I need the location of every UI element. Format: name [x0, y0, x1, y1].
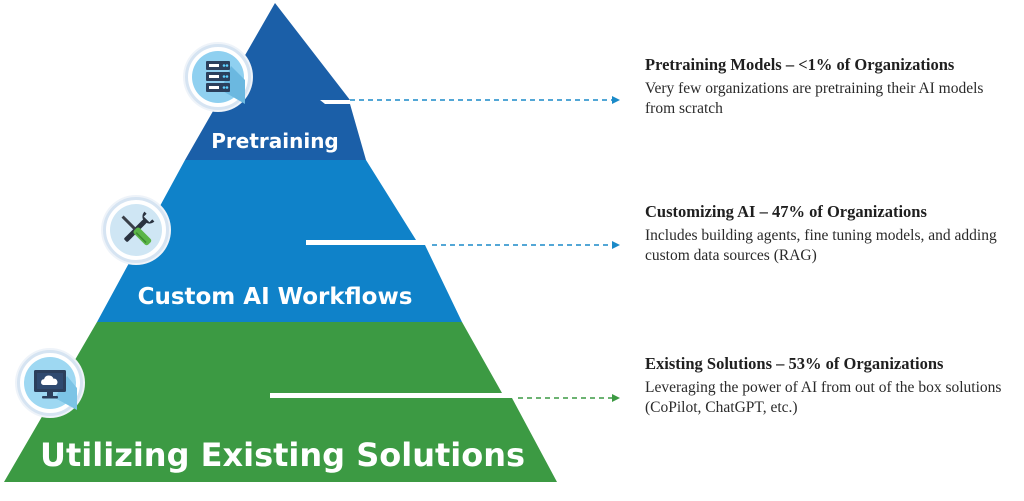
description-title: Customizing AI – 47% of Organizations [645, 202, 927, 221]
description-customizing-ai: Customizing AI – 47% of Organizations In… [645, 202, 1005, 266]
tier-custom-ai-workflows [97, 160, 462, 322]
wrench-screwdriver-icon [103, 197, 169, 263]
tier-pretraining [185, 3, 366, 160]
tier-label-custom-ai-workflows: Custom AI Workflows [137, 284, 413, 310]
description-pretraining: Pretraining Models – <1% of Organization… [645, 55, 1005, 119]
description-title: Pretraining Models – <1% of Organization… [645, 55, 955, 74]
tier-existing-solutions [4, 322, 557, 482]
description-title: Existing Solutions – 53% of Organization… [645, 354, 944, 373]
arrow-pretraining [350, 96, 620, 104]
arrow-existing-solutions [518, 394, 620, 402]
tier-label-existing-solutions: Utilizing Existing Solutions [40, 436, 526, 474]
server-rack-icon [185, 44, 251, 110]
tier-label-pretraining: Pretraining [211, 129, 339, 153]
arrow-custom-ai [432, 241, 620, 249]
description-body: Includes building agents, fine tuning mo… [645, 227, 997, 264]
description-existing-solutions: Existing Solutions – 53% of Organization… [645, 354, 1005, 418]
description-body: Very few organizations are pretraining t… [645, 80, 984, 117]
cloud-monitor-icon [17, 350, 83, 416]
description-body: Leveraging the power of AI from out of t… [645, 379, 1002, 416]
